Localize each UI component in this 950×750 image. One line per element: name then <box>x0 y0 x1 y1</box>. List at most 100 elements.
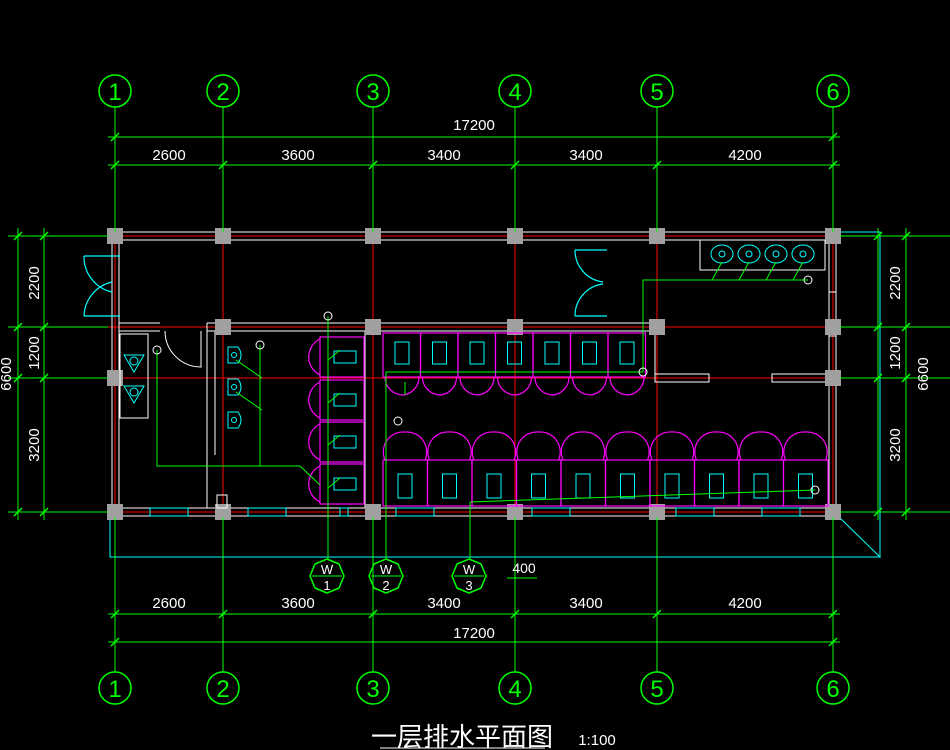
dim-bottom-total: 17200 <box>453 625 495 642</box>
door-left-lower <box>83 281 120 317</box>
basin-drain-2 <box>745 250 753 258</box>
door-janitor <box>164 330 202 368</box>
dim-tick-165-3 <box>510 160 520 170</box>
wash-basin-4 <box>791 244 815 264</box>
outer-wall-outer <box>111 231 837 517</box>
door-mid-upper <box>574 249 607 283</box>
stall-door-top-2 <box>421 376 458 396</box>
drain-pipe-9 <box>642 279 808 372</box>
drain-pipes <box>152 261 820 560</box>
dim-tick-total-137-0 <box>110 132 120 142</box>
basin-drain-4 <box>799 250 807 258</box>
wc-bottom-2 <box>442 473 457 499</box>
column-17 <box>107 370 123 386</box>
svg-text:6: 6 <box>826 79 839 106</box>
dim-right-seg-2: 1200 <box>887 336 904 369</box>
urinal-3 <box>227 411 242 429</box>
urinal-drain-2 <box>231 384 237 390</box>
wc-top-4 <box>507 341 522 365</box>
dim-tick-165-2 <box>368 160 378 170</box>
stall-door-top-7 <box>609 376 645 396</box>
wc-bottom-3 <box>486 473 502 499</box>
dim-tick-614-4 <box>652 609 662 619</box>
dim-tick-total-642-0 <box>110 637 120 647</box>
svg-text:1: 1 <box>108 79 121 106</box>
column-2 <box>107 504 123 520</box>
wash-basin-3 <box>764 244 788 264</box>
wc-bottom-8 <box>709 473 724 499</box>
dim-tick-614-2 <box>368 609 378 619</box>
svg-text:W: W <box>463 562 476 577</box>
apron-outline-right <box>838 231 881 557</box>
door-left-upper <box>83 255 120 293</box>
dim-tick-614-5 <box>828 609 838 619</box>
stall-door-bottom-4 <box>516 431 561 461</box>
building-outline <box>107 228 882 558</box>
svg-text:3: 3 <box>366 79 379 106</box>
dim-top-seg-2: 3600 <box>281 147 314 164</box>
axis-bubble-bottom-3: 3 <box>356 671 390 705</box>
drain-riser-w3: W 3 <box>451 558 487 594</box>
axis-bubble-top-5: 5 <box>640 74 674 108</box>
wc-top-5 <box>544 341 560 365</box>
svg-text:3: 3 <box>465 578 472 593</box>
axis-bubble-bottom-2: 2 <box>206 671 240 705</box>
interior-wall-right <box>828 291 837 337</box>
corner-sink-1 <box>123 354 145 373</box>
axis-bubble-bottom-4: 4 <box>498 671 532 705</box>
dim-right-seg-1: 2200 <box>887 266 904 299</box>
wash-basin-2 <box>737 244 761 264</box>
dim-right-total: 6600 <box>915 357 932 390</box>
svg-text:5: 5 <box>650 79 663 106</box>
dim-top-seg-3: 3400 <box>427 147 460 164</box>
axis-bubble-top-4: 4 <box>498 74 532 108</box>
column-10 <box>649 504 665 520</box>
stall-door-bottom-2 <box>427 431 472 461</box>
stall-bottom-1 <box>382 459 429 507</box>
stall-door-bottom-8 <box>694 431 739 461</box>
urinal-1 <box>227 346 242 364</box>
column-1 <box>107 228 123 244</box>
floor-drain-6 <box>810 485 820 495</box>
column-13 <box>215 319 231 335</box>
dim-bottom-seg-5: 4200 <box>728 595 761 612</box>
wc-left-4 <box>333 477 357 491</box>
floor-drain-4 <box>638 367 648 377</box>
svg-text:W: W <box>321 562 334 577</box>
stall-door-top-6 <box>571 376 608 396</box>
drain-pipe-12 <box>469 489 816 503</box>
wc-top-1 <box>394 341 410 365</box>
dim-tick-614-1 <box>218 609 228 619</box>
wc-bottom-4 <box>531 473 546 499</box>
floor-drain-1 <box>152 345 162 355</box>
stall-door-bottom-10 <box>783 431 828 461</box>
wc-left-3 <box>333 435 357 449</box>
dim-tick-v-18-3 <box>13 507 23 517</box>
column-19 <box>825 319 841 335</box>
basin-drain-1 <box>718 250 726 258</box>
dim-bottom-seg-2: 3600 <box>281 595 314 612</box>
stall-bottom-8 <box>693 459 740 507</box>
dim-left-seg-1: 2200 <box>26 266 43 299</box>
wc-top-6 <box>582 341 597 365</box>
dimension-lines <box>8 107 950 672</box>
stall-door-bottom-9 <box>738 431 784 461</box>
door-mid-lower <box>574 283 607 317</box>
column-9 <box>649 228 665 244</box>
stall-door-top-5 <box>534 376 570 396</box>
column-14 <box>365 319 381 335</box>
stall-door-bottom-1 <box>382 431 428 461</box>
window-5 <box>531 507 571 517</box>
urinal-2 <box>227 378 242 396</box>
svg-text:1: 1 <box>323 578 330 593</box>
dim-tick-total-137-1 <box>828 132 838 142</box>
dim-left-seg-3: 3200 <box>26 428 43 461</box>
dim-tick-165-5 <box>828 160 838 170</box>
svg-text:4: 4 <box>508 676 521 703</box>
drain-riser-w2: W 2 <box>368 558 404 594</box>
column-16 <box>649 319 665 335</box>
stall-bottom-2 <box>426 459 473 507</box>
svg-text:1: 1 <box>108 676 121 703</box>
wc-left-2 <box>333 393 357 407</box>
wc-left-1 <box>333 350 357 364</box>
